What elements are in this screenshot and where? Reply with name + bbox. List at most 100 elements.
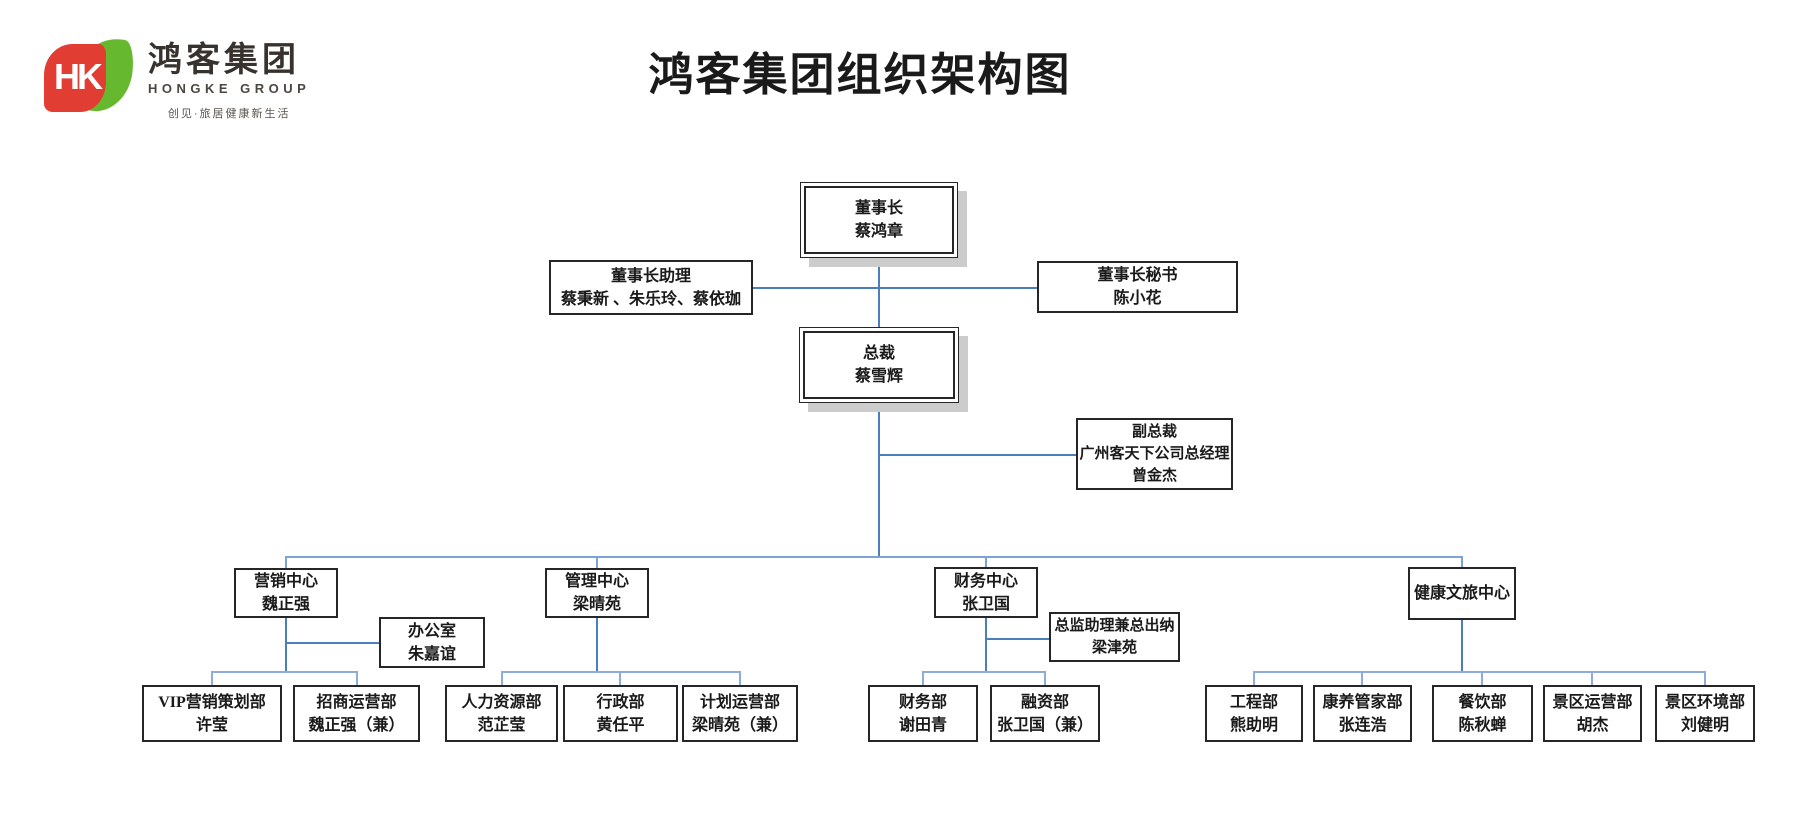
- node-title: 财务部: [898, 693, 947, 711]
- node-title: 副总裁: [1131, 424, 1177, 440]
- connector-line: [1044, 671, 1046, 685]
- connector-line: [1481, 671, 1483, 685]
- node-name: 梁晴苑（兼）: [691, 716, 788, 734]
- connector-line: [356, 671, 358, 685]
- node-name: 许莹: [195, 716, 228, 734]
- node-title: 健康文旅中心: [1413, 585, 1510, 602]
- org-node-finance-dept: 财务部 谢田青: [868, 685, 978, 742]
- connector-line: [922, 671, 924, 685]
- org-node-marketing-center: 营销中心 魏正强: [234, 568, 338, 618]
- connector-line: [1704, 671, 1706, 685]
- logo-mark-icon: HK: [44, 35, 136, 116]
- org-node-financing-dept: 融资部 张卫国（兼）: [990, 685, 1100, 742]
- org-node-management-center: 管理中心 梁晴苑: [545, 568, 649, 618]
- node-name: 谢田青: [898, 716, 947, 734]
- org-node-chairman-assistant: 董事长助理 蔡秉新 、朱乐玲、蔡依珈: [549, 260, 753, 315]
- connector-line: [878, 403, 880, 558]
- node-name: 张连浩: [1338, 716, 1387, 734]
- node-title: 财务中心: [953, 572, 1018, 590]
- node-name: 陈小花: [1113, 290, 1162, 307]
- org-node-investment-ops: 招商运营部 魏正强（兼）: [293, 685, 420, 742]
- node-title: 总裁: [862, 345, 895, 362]
- node-title: 人力资源部: [461, 693, 542, 711]
- connector-line: [985, 556, 987, 568]
- connector-line: [596, 556, 598, 568]
- org-node-engineering: 工程部 熊助明: [1205, 685, 1303, 742]
- node-title: 办公室: [407, 622, 456, 640]
- node-name: 梁晴苑: [572, 596, 621, 613]
- connector-line: [878, 258, 880, 328]
- node-subtitle: 广州客天下公司总经理: [1079, 446, 1230, 462]
- org-node-wellness-butler: 康养管家部 张连浩: [1313, 685, 1412, 742]
- org-node-office: 办公室 朱嘉谊: [379, 617, 485, 668]
- connector-line: [501, 671, 741, 673]
- logo-name-cn: 鸿客集团: [148, 41, 300, 79]
- node-name: 蔡雪辉: [854, 368, 903, 385]
- logo-name-en: HONGKE GROUP: [148, 81, 311, 97]
- org-node-administration: 行政部 黄任平: [563, 685, 678, 742]
- leaf-red-shape: [44, 44, 106, 112]
- org-node-treasurer: 总监助理兼总出纳 梁津苑: [1049, 612, 1180, 662]
- node-name: 魏正强（兼）: [308, 716, 405, 734]
- connector-line: [211, 671, 358, 673]
- node-title: 景区环境部: [1664, 693, 1745, 711]
- org-node-vice-president: 副总裁 广州客天下公司总经理 曾金杰: [1076, 418, 1233, 490]
- org-node-president: 总裁 蔡雪辉: [799, 327, 959, 403]
- connector-line: [211, 671, 213, 685]
- logo-tagline: 创见·旅居健康新生活: [167, 108, 291, 121]
- node-name: 蔡鸿章: [854, 223, 903, 240]
- node-title: 景区运营部: [1552, 693, 1633, 711]
- node-name: 梁津苑: [1091, 640, 1137, 656]
- node-title: 董事长秘书: [1097, 267, 1178, 284]
- connector-line: [285, 618, 287, 673]
- node-name: 张卫国: [961, 595, 1010, 613]
- connector-line: [619, 671, 621, 685]
- node-title: 董事长助理: [610, 267, 691, 285]
- org-node-chairman: 董事长 蔡鸿章: [800, 182, 958, 258]
- connector-line: [501, 671, 503, 685]
- node-title: 营销中心: [253, 573, 318, 590]
- page-title: 鸿客集团组织架构图: [648, 50, 1072, 100]
- connector-line: [879, 454, 1077, 456]
- node-name: 张卫国（兼）: [996, 716, 1093, 734]
- connector-line: [285, 556, 287, 568]
- node-title: 餐饮部: [1458, 693, 1507, 711]
- connector-line: [286, 642, 380, 644]
- connector-line: [285, 556, 1463, 558]
- node-name: 范芷莹: [477, 716, 526, 734]
- connector-line: [739, 671, 741, 685]
- node-name: 刘健明: [1680, 716, 1729, 734]
- node-name: 黄任平: [596, 716, 645, 734]
- connector-line: [1591, 671, 1593, 685]
- node-title: 董事长: [854, 200, 903, 217]
- node-title: 招商运营部: [316, 693, 397, 711]
- org-node-human-resources: 人力资源部 范芷莹: [445, 685, 558, 742]
- node-name: 胡杰: [1576, 716, 1609, 734]
- node-name: 陈秋蝉: [1458, 716, 1507, 734]
- node-title: 工程部: [1229, 693, 1278, 711]
- connector-line: [986, 638, 1050, 640]
- connector-line: [1253, 671, 1706, 673]
- logo-text: 鸿客集团 HONGKE GROUP 创见·旅居健康新生活: [148, 36, 310, 121]
- org-node-finance-center: 财务中心 张卫国: [934, 567, 1038, 618]
- connector-line: [922, 671, 1046, 673]
- connector-line: [753, 287, 1038, 289]
- org-node-scenic-ops: 景区运营部 胡杰: [1543, 685, 1642, 742]
- connector-line: [985, 617, 987, 673]
- node-name: 朱嘉谊: [407, 645, 456, 663]
- node-name: 蔡秉新 、朱乐玲、蔡依珈: [560, 290, 741, 308]
- node-title: 行政部: [596, 693, 645, 711]
- org-node-scenic-environment: 景区环境部 刘健明: [1655, 685, 1755, 742]
- node-title: 计划运营部: [699, 693, 780, 711]
- connector-line: [596, 618, 598, 673]
- connector-line: [1461, 620, 1463, 673]
- node-title: VIP营销策划部: [158, 693, 266, 711]
- node-name: 熊助明: [1229, 716, 1278, 734]
- connector-line: [1253, 671, 1255, 685]
- connector-line: [1361, 671, 1363, 685]
- org-node-chairman-secretary: 董事长秘书 陈小花: [1037, 261, 1238, 313]
- org-node-planning-ops: 计划运营部 梁晴苑（兼）: [682, 685, 798, 742]
- logo-monogram: HK: [54, 56, 103, 97]
- node-title: 总监助理兼总出纳: [1054, 618, 1175, 634]
- node-name: 魏正强: [261, 596, 310, 613]
